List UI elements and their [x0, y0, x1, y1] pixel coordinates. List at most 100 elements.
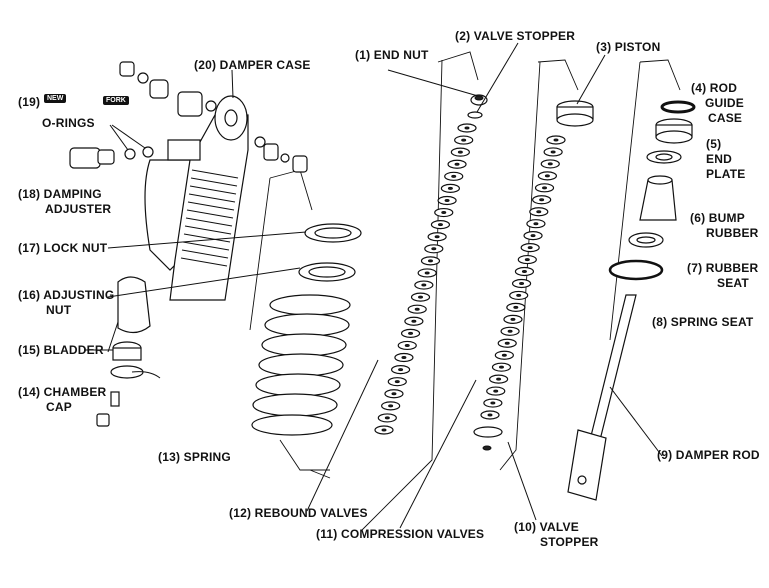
rebound-valve-hole — [398, 368, 404, 372]
rebound-valve-hole — [424, 271, 430, 275]
label-o-rings: O-RINGS — [42, 116, 95, 130]
rebound-valve-hole — [394, 380, 400, 384]
spring-seat — [608, 259, 664, 281]
rebound-valve-hole — [391, 392, 397, 396]
compression-valve-hole — [493, 389, 499, 393]
top-fittings — [119, 61, 308, 173]
rebound-valve-hole — [408, 331, 414, 335]
rebound-valve-hole — [431, 247, 437, 251]
compression-valve-hole — [521, 270, 527, 274]
bladder — [117, 276, 151, 334]
label-lock-nut: (17) LOCK NUT — [18, 241, 108, 255]
compression-valve-hole — [490, 401, 496, 405]
label-damping-adjuster-2: ADJUSTER — [45, 202, 112, 216]
compression-valve-hole — [504, 341, 510, 345]
rebound-valve-hole — [464, 126, 470, 130]
damper-case — [144, 95, 249, 301]
label-chamber-cap-2: CAP — [46, 400, 72, 414]
label-bladder: (15) BLADDER — [18, 343, 104, 357]
rebound-valve-stack — [374, 123, 477, 435]
label-piston: (3) PISTON — [596, 40, 661, 54]
label-valve-stopper-top: (2) VALVE STOPPER — [455, 29, 576, 43]
label-valve-stopper-bottom-2: STOPPER — [540, 535, 599, 549]
valve-stopper-top — [467, 111, 483, 119]
end-plate — [646, 150, 682, 164]
compression-valve-hole — [530, 234, 536, 238]
compression-valve-hole — [507, 329, 513, 333]
new-badge: NEW — [44, 94, 67, 103]
damper-case-threads — [180, 169, 239, 267]
bump-rubber — [639, 175, 677, 221]
label-spring: (13) SPRING — [158, 450, 231, 464]
o-ring-left — [124, 148, 136, 160]
label-end-plate-2: END — [706, 152, 732, 166]
compression-valve-hole — [519, 281, 525, 285]
compression-valve-hole — [501, 353, 507, 357]
label-bump-rubber-2: RUBBER — [706, 226, 759, 240]
rebound-valve-hole — [447, 186, 453, 190]
rebound-valve-hole — [454, 162, 460, 166]
rebound-valve-hole — [421, 283, 427, 287]
compression-valve-hole — [544, 174, 550, 178]
rebound-valve-hole — [418, 295, 424, 299]
label-rod-guide-2: GUIDE — [705, 96, 745, 110]
group-brackets — [249, 51, 681, 531]
compression-valve-hole — [516, 293, 522, 297]
rod-guide-case — [655, 118, 693, 144]
lock-nut — [304, 223, 362, 243]
o-ring-rod — [660, 100, 696, 114]
label-end-plate-1: (5) — [706, 137, 722, 151]
compression-valve-hole — [550, 150, 556, 154]
compression-valve-stack — [480, 135, 566, 420]
leader-lines — [84, 42, 663, 529]
compression-valve-hole — [533, 222, 539, 226]
label-o-rings-num: (19) — [18, 95, 41, 109]
label-damper-rod: (9) DAMPER ROD — [657, 448, 760, 462]
rebound-valve-hole — [437, 223, 443, 227]
compression-valve-hole — [496, 377, 502, 381]
label-valve-stopper-bottom-1: (10) VALVE — [514, 520, 579, 534]
label-rod-guide-3: CASE — [708, 111, 743, 125]
rebound-valve-hole — [411, 319, 417, 323]
label-adjusting-nut-1: (16) ADJUSTING — [18, 288, 115, 302]
label-damping-adjuster-1: (18) DAMPING — [18, 187, 102, 201]
adjusting-nut — [298, 262, 356, 282]
label-compression-valves: (11) COMPRESSION VALVES — [316, 527, 485, 541]
valve-stopper-bottom — [473, 426, 503, 451]
label-rubber-seat-1: (7) RUBBER — [687, 261, 759, 275]
label-bump-rubber-1: (6) BUMP — [690, 211, 745, 225]
rebound-valve-hole — [427, 259, 433, 263]
piston — [556, 100, 594, 127]
compression-valve-hole — [524, 258, 530, 262]
compression-valve-hole — [539, 198, 545, 202]
rebound-valve-hole — [434, 235, 440, 239]
rebound-valve-hole — [441, 211, 447, 215]
rebound-valve-hole — [451, 174, 457, 178]
label-rod-guide-1: (4) ROD — [691, 81, 738, 95]
rebound-valve-hole — [444, 198, 450, 202]
label-end-nut: (1) END NUT — [355, 48, 429, 62]
label-rubber-seat-2: SEAT — [717, 276, 749, 290]
damper-rod — [567, 294, 637, 501]
compression-valve-hole — [510, 317, 516, 321]
chamber-cap — [96, 341, 144, 427]
rebound-valve-hole — [401, 356, 407, 360]
rebound-valve-hole — [414, 307, 420, 311]
label-end-plate-3: PLATE — [706, 167, 746, 181]
compression-valve-hole — [547, 162, 553, 166]
damping-adjuster — [69, 147, 115, 169]
snap-ring — [131, 371, 161, 379]
label-spring-seat: (8) SPRING SEAT — [652, 315, 754, 329]
compression-valve-hole — [542, 186, 548, 190]
spring — [251, 294, 351, 436]
label-damper-case: (20) DAMPER CASE — [194, 58, 311, 72]
compression-valve-hole — [513, 305, 519, 309]
rebound-valve-hole — [461, 138, 467, 142]
rebound-valve-hole — [388, 404, 394, 408]
compression-valve-hole — [553, 138, 559, 142]
compression-valve-hole — [498, 365, 504, 369]
label-chamber-cap-1: (14) CHAMBER — [18, 385, 107, 399]
rebound-valve-hole — [404, 343, 410, 347]
